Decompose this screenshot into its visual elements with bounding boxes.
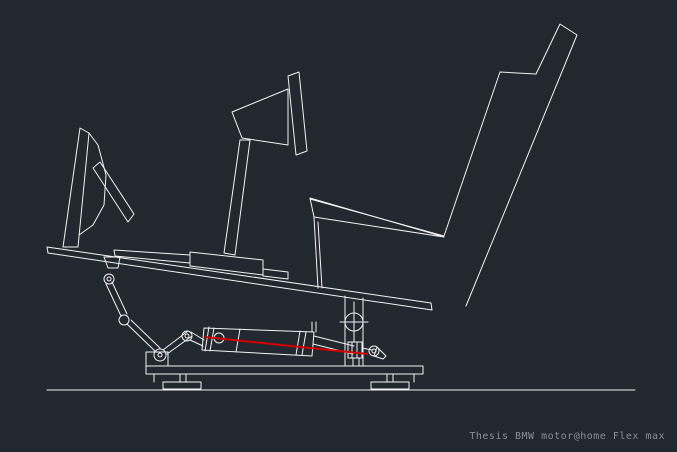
seat (309, 23, 578, 307)
leveling-foot-left (162, 373, 202, 390)
watermark: Thesis BMW motor@home Flex max (469, 431, 665, 442)
platform-deck (46, 246, 433, 311)
steering-wheel (223, 71, 308, 256)
front-linkage (103, 256, 205, 367)
pedal-box (62, 127, 135, 248)
leveling-foot-right (370, 373, 410, 390)
actuator-axis (204, 336, 369, 355)
pivot-post (337, 295, 371, 367)
linear-actuator (201, 321, 387, 367)
base-frame (145, 365, 424, 383)
